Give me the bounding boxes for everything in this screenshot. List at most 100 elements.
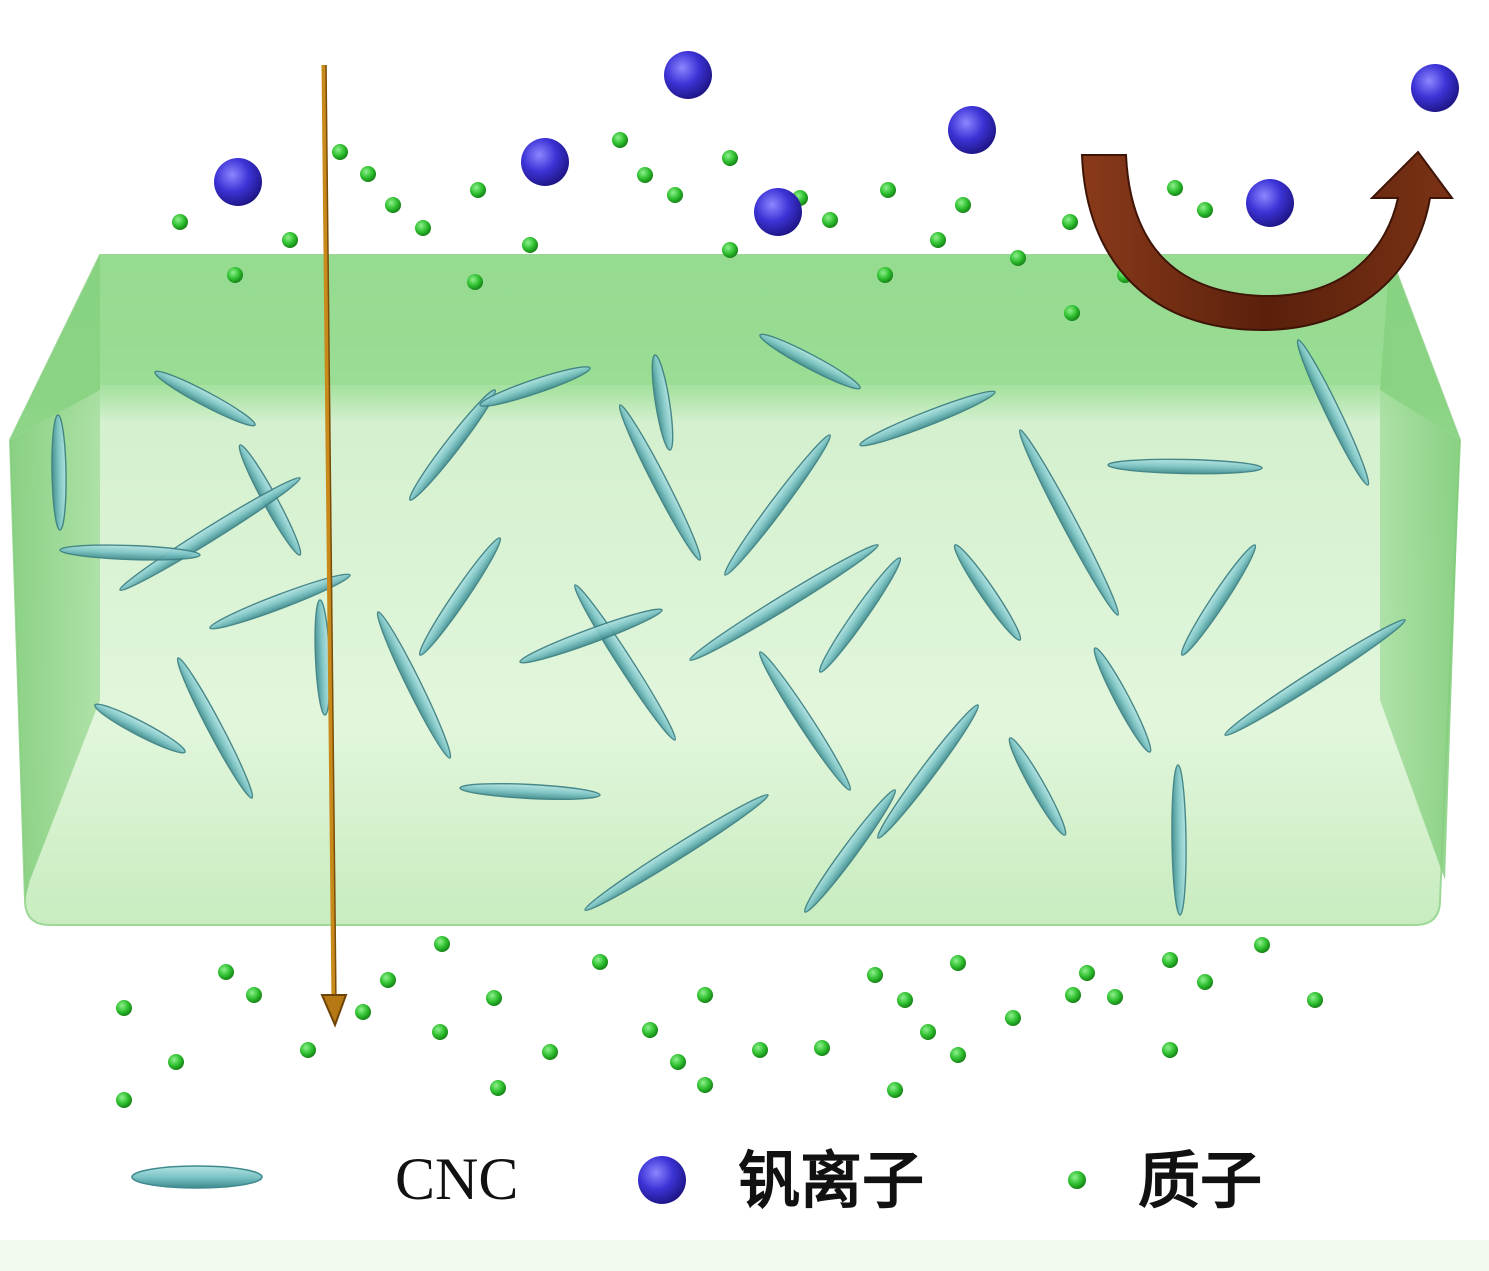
proton-dot-icon: [612, 132, 628, 148]
proton-dot-icon: [950, 1047, 966, 1063]
proton-dot-icon: [697, 987, 713, 1003]
cnc-rod-icon: [154, 370, 256, 427]
proton-dot-icon: [116, 1092, 132, 1108]
vanadium-ion-icon: [754, 188, 802, 236]
proton-dot-icon: [592, 954, 608, 970]
proton-dot-icon: [1079, 965, 1095, 981]
cnc-rod-icon: [689, 543, 879, 662]
cnc-rod-icon: [1093, 647, 1152, 753]
cnc-rod-icon: [176, 657, 254, 799]
proton-dot-icon: [116, 1000, 132, 1016]
vanadium-ion-icon: [521, 138, 569, 186]
legend-vanadium-ion-icon: [638, 1156, 686, 1204]
proton-dot-icon: [486, 990, 502, 1006]
membrane-body: [8, 254, 1462, 926]
proton-dot-icon: [1162, 1042, 1178, 1058]
proton-dot-icon: [1197, 202, 1213, 218]
proton-dot-icon: [1167, 180, 1183, 196]
membrane: [8, 254, 1462, 926]
proton-dot-icon: [1062, 214, 1078, 230]
cnc-rod-icon: [651, 354, 674, 451]
legend-cnc-rod-icon: [131, 1165, 263, 1189]
proton-dot-icon: [360, 166, 376, 182]
cnc-rod-icon: [953, 544, 1022, 641]
proton-dot-icon: [246, 987, 262, 1003]
proton-dot-icon: [168, 1054, 184, 1070]
proton-dot-icon: [930, 232, 946, 248]
proton-transport-arrow: [320, 64, 348, 1028]
proton-dot-icon: [542, 1044, 558, 1060]
membrane-top-left-edge: [10, 255, 100, 440]
cnc-rod-icon: [459, 782, 601, 801]
proton-dot-icon: [218, 964, 234, 980]
proton-dot-icon: [667, 187, 683, 203]
proton-dot-icon: [1197, 974, 1213, 990]
proton-dot-icon: [752, 1042, 768, 1058]
proton-dot-icon: [385, 197, 401, 213]
cnc-rod-icon: [758, 651, 852, 791]
proton-dot-icon: [467, 274, 483, 290]
proton-dot-icon: [822, 212, 838, 228]
proton-dot-icon: [1064, 305, 1080, 321]
proton-dot-icon: [1162, 952, 1178, 968]
cnc-rod-icon: [1296, 339, 1370, 486]
cnc-rod-icon: [479, 366, 591, 407]
proton-dot-icon: [300, 1042, 316, 1058]
proton-dot-icon: [432, 1024, 448, 1040]
vanadium-ions: [214, 51, 1459, 236]
legend-cnc-label: CNC: [395, 1146, 518, 1212]
cnc-rod-icon: [803, 789, 897, 913]
proton-dot-icon: [332, 144, 348, 160]
cnc-rod-icon: [818, 557, 902, 673]
cnc-rod-icon: [1107, 458, 1263, 475]
cnc-rod-icon: [519, 608, 663, 664]
vanadium-ion-icon: [1246, 179, 1294, 227]
vanadium-ion-icon: [1411, 64, 1459, 112]
proton-dot-icon: [380, 972, 396, 988]
cnc-rod-icon: [1171, 764, 1187, 916]
proton-dot-icon: [1065, 987, 1081, 1003]
cnc-rod-icon: [1008, 737, 1067, 836]
legend-proton-label: 质子: [1138, 1144, 1262, 1217]
vanadium-rejection-arrow: [1080, 150, 1454, 332]
cnc-rod-icon: [584, 793, 769, 912]
legend: CNC 钒离子 质子: [131, 1144, 1262, 1217]
cnc-rod-icon: [876, 704, 980, 839]
cnc-rod-icon: [724, 434, 831, 576]
cnc-rod-icon: [1018, 429, 1120, 616]
proton-dot-icon: [697, 1077, 713, 1093]
cnc-rod-icon: [618, 404, 702, 561]
proton-dot-icon: [897, 992, 913, 1008]
proton-dot-icon: [1005, 1010, 1021, 1026]
proton-dot-icon: [282, 232, 298, 248]
proton-dot-icon: [355, 1004, 371, 1020]
vanadium-ion-icon: [214, 158, 262, 206]
cnc-rod-icon: [418, 537, 502, 656]
proton-dot-icon: [1254, 937, 1270, 953]
proton-dot-icon: [522, 237, 538, 253]
bottom-band: [0, 1240, 1489, 1271]
cnc-rod-icon: [376, 611, 452, 759]
proton-dot-icon: [920, 1024, 936, 1040]
proton-dot-icon: [1107, 989, 1123, 1005]
membrane-left-face: [10, 390, 100, 900]
membrane-right-face: [1380, 390, 1460, 880]
proton-dot-icon: [887, 1082, 903, 1098]
proton-dot-icon: [880, 182, 896, 198]
proton-dot-icon: [955, 197, 971, 213]
cnc-rods: [51, 333, 1406, 916]
proton-dot-icon: [1010, 250, 1026, 266]
proton-dot-icon: [867, 967, 883, 983]
proton-dot-icon: [1307, 992, 1323, 1008]
membrane-diagram: CNC 钒离子 质子: [8, 51, 1462, 1217]
legend-vanadium-label: 钒离子: [738, 1144, 924, 1217]
cnc-rod-icon: [59, 544, 201, 561]
proton-dot-icon: [172, 214, 188, 230]
cnc-rod-icon: [119, 476, 301, 592]
proton-dot-icon: [642, 1022, 658, 1038]
legend-proton-dot-icon: [1068, 1171, 1086, 1189]
proton-dot-icon: [470, 182, 486, 198]
proton-dot-icon: [814, 1040, 830, 1056]
proton-dot-icon: [490, 1080, 506, 1096]
vanadium-ion-icon: [664, 51, 712, 99]
